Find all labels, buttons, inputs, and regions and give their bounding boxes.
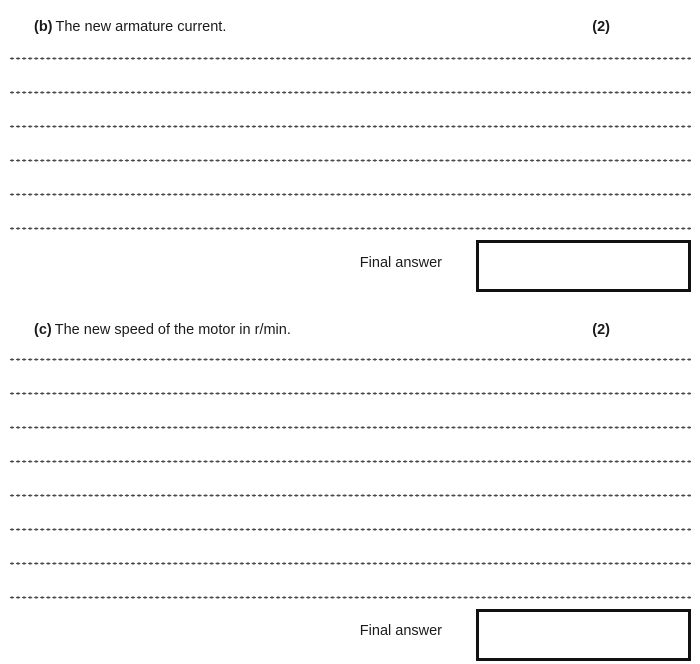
- question-part-c-header: (c)The new speed of the motor in r/min. …: [34, 320, 674, 340]
- answer-rule[interactable]: [9, 57, 691, 60]
- answer-rule[interactable]: [9, 193, 691, 196]
- answer-rule[interactable]: [9, 460, 691, 463]
- final-answer-box-c[interactable]: [476, 609, 691, 661]
- final-answer-label-b: Final answer: [359, 255, 442, 271]
- final-answer-label-c: Final answer: [359, 623, 442, 639]
- answer-rule[interactable]: [9, 562, 691, 565]
- answer-rule[interactable]: [9, 227, 691, 230]
- question-part-c-marks: (2): [592, 322, 610, 338]
- answer-rule[interactable]: [9, 528, 691, 531]
- answer-rule[interactable]: [9, 91, 691, 94]
- answer-rule[interactable]: [9, 494, 691, 497]
- question-part-b-prompt: The new armature current.: [55, 19, 227, 35]
- question-part-b-text: (b)The new armature current.: [34, 17, 226, 37]
- answer-rule[interactable]: [9, 426, 691, 429]
- answer-rule[interactable]: [9, 125, 691, 128]
- question-part-c-prompt: The new speed of the motor in r/min.: [54, 322, 291, 338]
- answer-rule[interactable]: [9, 392, 691, 395]
- question-part-b-header: (b)The new armature current. (2): [34, 17, 674, 37]
- final-answer-box-b[interactable]: [476, 240, 691, 292]
- question-part-b-marks: (2): [592, 19, 610, 35]
- answer-rule[interactable]: [9, 596, 691, 599]
- answer-rule[interactable]: [9, 159, 691, 162]
- answer-rule[interactable]: [9, 358, 691, 361]
- question-part-b-label: (b): [34, 19, 53, 35]
- question-part-c-label: (c): [34, 322, 52, 338]
- question-part-c-text: (c)The new speed of the motor in r/min.: [34, 320, 291, 340]
